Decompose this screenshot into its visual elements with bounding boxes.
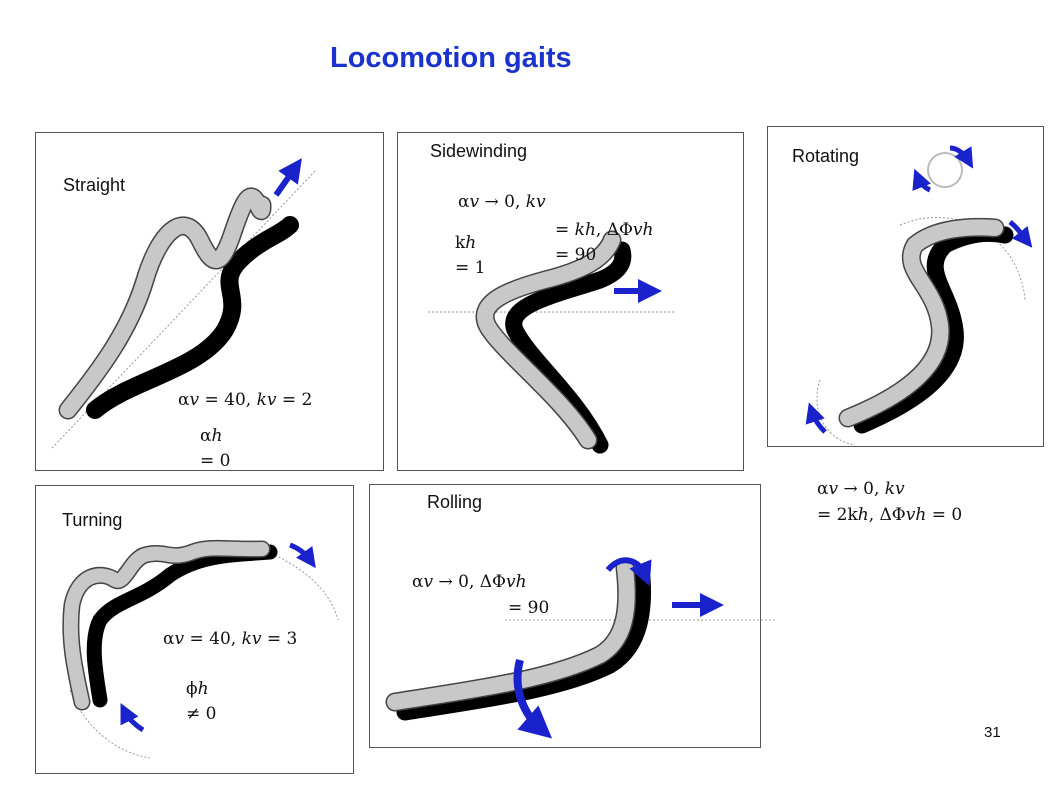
rolling-equation-line1: α𝑣 → 0, ΔΦ𝑣ℎ: [412, 572, 527, 592]
rotating-illustration: [805, 145, 1033, 446]
straight-equation-alpha-h-value: = 0: [200, 451, 231, 471]
rotating-equation-line2: = 2kℎ, ΔΦ𝑣ℎ = 0: [817, 505, 963, 525]
rotating-guide-arc: [899, 216, 1026, 301]
rolling-arrow-top: [605, 557, 652, 587]
straight-illustration: [51, 158, 317, 449]
slide-title: Locomotion gaits: [330, 42, 572, 74]
sidewinding-equation-line1: α𝑣 → 0, 𝑘𝑣: [458, 192, 546, 212]
rotating-arrow-left: [805, 402, 827, 434]
rotating-label: Rotating: [792, 146, 860, 166]
rolling-illustration: [385, 557, 775, 739]
rolling-snake-shadow: [396, 569, 651, 721]
turning-arrow-right: [289, 542, 316, 569]
rotating-equation-line1: α𝑣 → 0, 𝑘𝑣: [817, 479, 905, 499]
rotating-spin-symbol: [927, 152, 963, 188]
turning-arrow-left: [120, 703, 145, 733]
sidewinding-illustration: [428, 230, 674, 454]
turning-equation-alpha-v: α𝑣 = 40, 𝑘𝑣 = 3: [163, 629, 298, 649]
straight-snake-shadow: [86, 216, 299, 419]
straight-equation-alpha-v: α𝑣 = 40, 𝑘𝑣 = 2: [178, 390, 313, 410]
turning-equation-phi-h-value: ≠ 0: [186, 704, 217, 724]
sidewinding-equation-k-h: kℎ: [455, 233, 477, 253]
turning-label: Turning: [62, 510, 123, 530]
rolling-arrow-bottom: [513, 658, 553, 739]
rolling-equation-line2: = 90: [508, 598, 550, 618]
page-number: 31: [984, 724, 1001, 741]
turning-illustration: [62, 539, 339, 759]
straight-label: Straight: [63, 175, 126, 195]
sidewinding-equation-line3: = 90: [555, 245, 597, 265]
straight-direction-arrow: [273, 158, 302, 197]
rotating-arrow-right: [1008, 220, 1033, 248]
rolling-label: Rolling: [427, 492, 483, 512]
sidewinding-label: Sidewinding: [430, 141, 528, 161]
panel-turning: [35, 485, 354, 774]
sidewinding-equation-k-h-value: = 1: [455, 258, 486, 278]
sidewinding-snake-shadow: [505, 241, 632, 454]
sidewinding-equation-line2: = 𝑘ℎ, ΔΦ𝑣ℎ: [555, 220, 654, 240]
straight-equation-alpha-h: αℎ: [200, 426, 223, 446]
turning-equation-phi-h: ϕℎ: [186, 679, 209, 699]
